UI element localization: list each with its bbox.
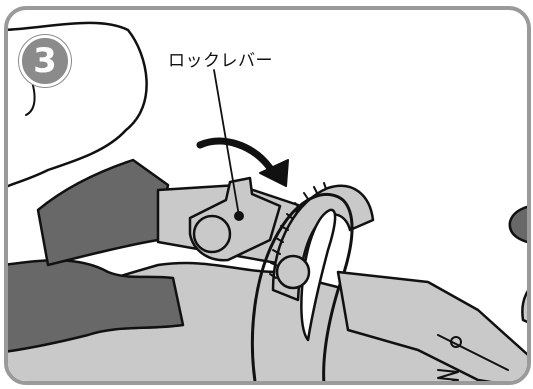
lock-lever-pivot [192, 214, 232, 254]
right-grip [508, 205, 527, 244]
jaw-head [336, 270, 527, 381]
slot-loop [250, 192, 354, 381]
pliers-illustration [8, 21, 527, 381]
pivot-rivet-main [275, 254, 311, 290]
rotation-arrow-icon [196, 137, 274, 172]
step-number-badge: 3 [19, 35, 71, 87]
lock-lever-label: ロックレバー [168, 51, 273, 71]
upper-handle-grip [36, 158, 170, 267]
lower-handle-grip [8, 258, 185, 353]
spring-icon [437, 369, 459, 381]
illustration-frame: 3 ロックレバー [4, 6, 531, 385]
